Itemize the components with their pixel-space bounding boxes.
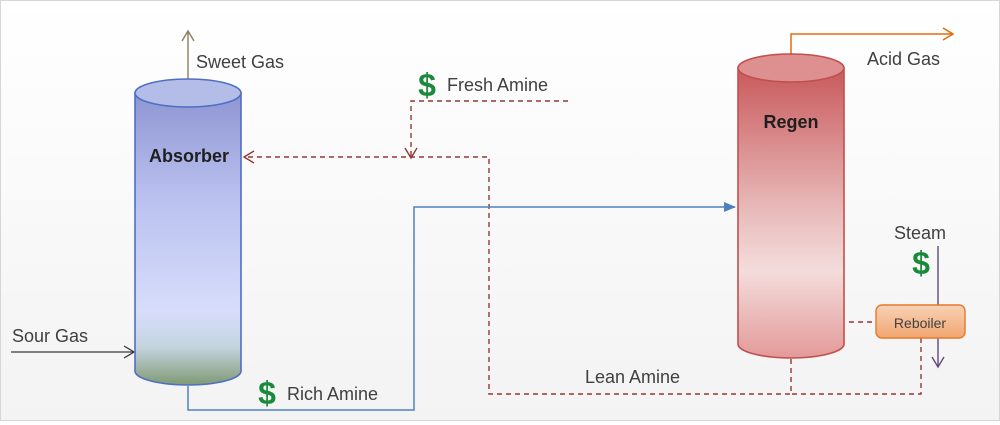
sour-gas-line [11, 345, 136, 359]
steam-dollar-icon: $ [912, 245, 930, 281]
sweet-gas-label: Sweet Gas [196, 52, 284, 72]
steam-label: Steam [894, 223, 946, 243]
rich-amine-label: Rich Amine [287, 384, 378, 404]
fresh-amine-label: Fresh Amine [447, 75, 548, 95]
sweet-gas-line [181, 29, 195, 81]
lean-amine-line [244, 156, 922, 395]
fresh-amine-arrowhead [404, 147, 418, 160]
reboiler-box [875, 304, 966, 339]
absorber-column [134, 78, 242, 386]
lean-amine-label: Lean Amine [585, 367, 680, 387]
fresh-amine-dollar-icon: $ [418, 67, 436, 103]
regen-label: Regen [763, 112, 818, 132]
acid-gas-line [790, 27, 955, 56]
acid-gas-label: Acid Gas [867, 49, 940, 69]
fresh-amine-line [410, 100, 568, 158]
absorber-label: Absorber [149, 146, 229, 166]
regen-column [737, 53, 845, 359]
lean-amine-arrowhead [242, 150, 255, 164]
sour-gas-label: Sour Gas [12, 326, 88, 346]
reboiler-label: Reboiler [894, 315, 946, 331]
rich-amine-dollar-icon: $ [258, 375, 276, 411]
rich-amine-arrowhead [724, 202, 736, 212]
rich-amine-line [187, 206, 735, 411]
